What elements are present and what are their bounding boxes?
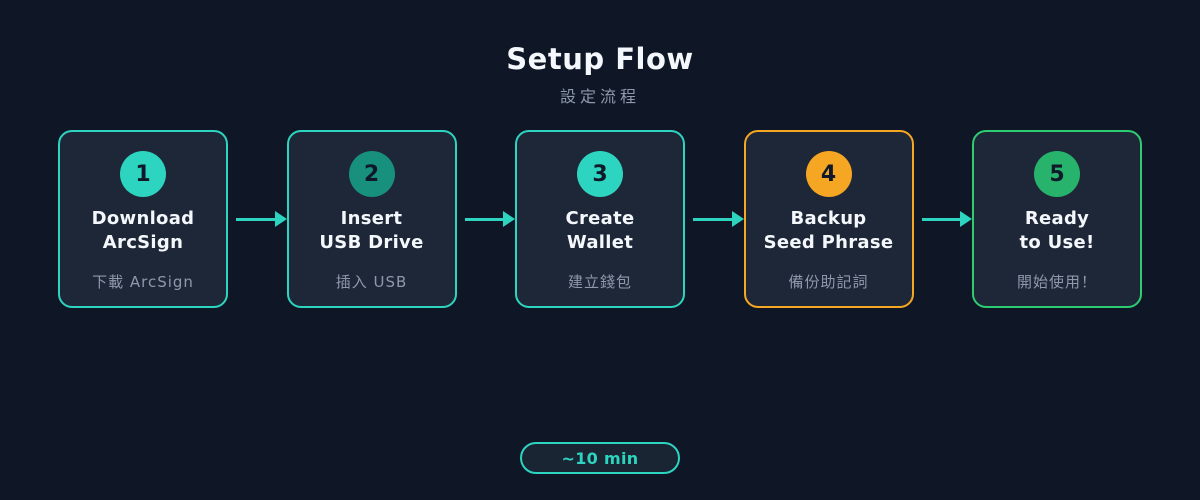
step-title-line1: Download (91, 208, 195, 229)
step-title-line2: to Use! (1019, 232, 1095, 253)
step-title-line2: Seed Phrase (763, 232, 894, 253)
flow-arrow-connector (685, 130, 744, 308)
step-subtitle-zh: 備份助記詞 (788, 273, 869, 291)
duration-badge: ~10 min (520, 442, 680, 474)
flow-arrow-connector (914, 130, 972, 308)
arrow-right-icon (960, 211, 972, 227)
arrow-line (921, 217, 960, 221)
header: Setup Flow 設定流程 (0, 42, 1200, 107)
step-title: Insert USB Drive (319, 207, 423, 255)
step-subtitle-zh: 下載 ArcSign (92, 273, 194, 291)
page-subtitle-zh: 設定流程 (559, 87, 640, 106)
flow-arrow-connector (457, 130, 515, 308)
step-card-insert-usb: 2 Insert USB Drive 插入 USB (286, 130, 457, 308)
step-title-line2: Wallet (566, 232, 634, 253)
step-title: Backup Seed Phrase (764, 207, 894, 255)
step-title: Ready to Use! (1019, 207, 1094, 255)
step-title-line1: Insert (340, 208, 403, 229)
arrow-line (236, 217, 275, 221)
step-card-create-wallet: 3 Create Wallet 建立錢包 (515, 130, 685, 308)
step-card-ready-to-use: 5 Ready to Use! 開始使用！ (972, 130, 1142, 308)
step-title: Create Wallet (565, 207, 634, 255)
step-card-download-arcsign: 1 Download ArcSign 下載 ArcSign (58, 130, 228, 308)
flow-row: 1 Download ArcSign 下載 ArcSign 2 Insert U… (58, 130, 1142, 308)
duration-label: ~10 min (561, 448, 639, 468)
step-title-line1: Backup (790, 208, 867, 229)
step-title: Download ArcSign (92, 207, 195, 255)
arrow-right-icon (503, 211, 515, 227)
step-subtitle-zh: 建立錢包 (567, 273, 632, 291)
flow-arrow-connector (228, 130, 287, 308)
step-number-badge: 1 (120, 151, 166, 197)
page-title: Setup Flow (506, 42, 694, 76)
step-title-line1: Ready (1024, 208, 1090, 229)
step-subtitle-zh: 開始使用！ (1016, 273, 1097, 291)
step-number-badge: 2 (348, 151, 395, 197)
step-title-line2: ArcSign (102, 232, 184, 253)
step-title-line2: USB Drive (319, 232, 424, 253)
arrow-right-icon (274, 211, 287, 227)
step-title-line1: Create (565, 208, 635, 229)
step-subtitle-zh: 插入 USB (335, 273, 408, 291)
step-number-badge: 5 (1034, 151, 1080, 197)
step-number-badge: 3 (577, 151, 623, 197)
arrow-line (464, 217, 503, 221)
arrow-right-icon (731, 211, 744, 227)
arrow-line (693, 217, 732, 221)
step-number-badge: 4 (805, 151, 852, 197)
step-card-backup-seed-phrase: 4 Backup Seed Phrase 備份助記詞 (743, 130, 914, 308)
